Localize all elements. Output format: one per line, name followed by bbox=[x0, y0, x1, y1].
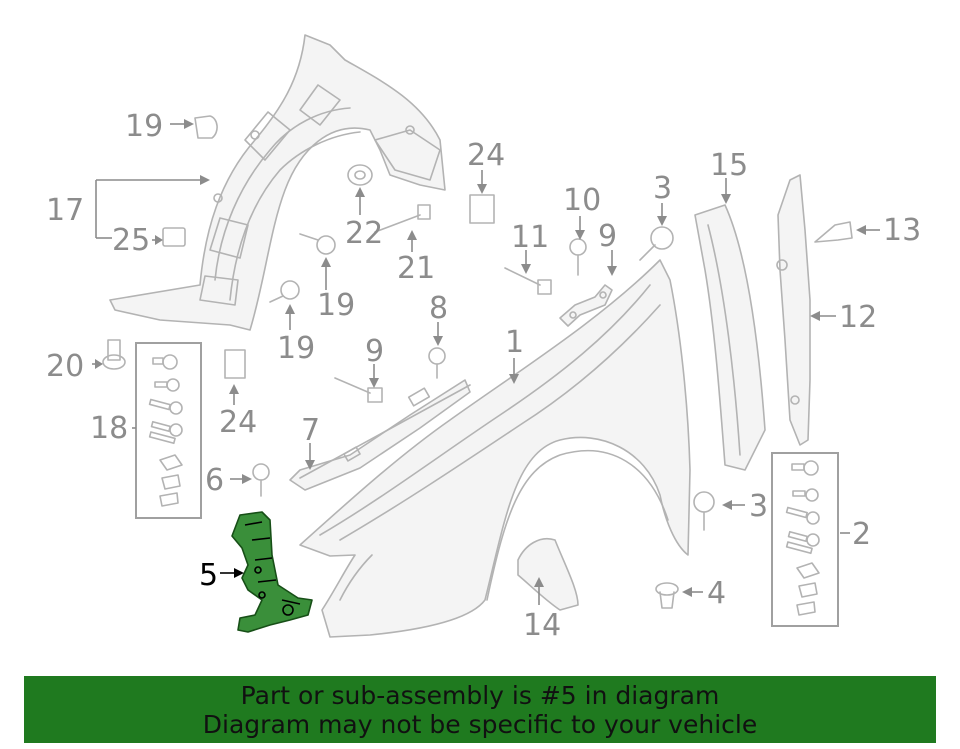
callout-22: 21 bbox=[397, 251, 435, 286]
upper-rail-bracket-part bbox=[289, 379, 471, 491]
leader-lines bbox=[92, 119, 880, 605]
callout-24b: 24 bbox=[219, 405, 257, 440]
callout-19b: 19 bbox=[277, 331, 315, 366]
callout-15: 14 bbox=[523, 608, 561, 643]
hardware-box-18 bbox=[135, 342, 202, 519]
callout-labels: 19 17 25 22 21 19 19 24 24 20 18 10 11 9… bbox=[46, 109, 921, 643]
callout-23: 22 bbox=[345, 216, 383, 251]
callout-19a: 19 bbox=[317, 288, 355, 323]
callout-14: 13 bbox=[883, 213, 921, 248]
wheelhouse-liner-part bbox=[109, 34, 446, 331]
hardware-box-2 bbox=[771, 452, 839, 627]
callout-5-highlighted: 5 bbox=[199, 558, 218, 593]
callout-25: 25 bbox=[112, 223, 150, 258]
info-banner: Part or sub-assembly is #5 in diagram Di… bbox=[24, 676, 936, 743]
callout-21: 20 bbox=[46, 349, 84, 384]
parts-diagram: 19 17 25 22 21 19 19 24 24 20 18 10 11 9… bbox=[46, 34, 921, 643]
hardware-kit-18 bbox=[148, 354, 183, 507]
callout-24a: 24 bbox=[467, 138, 505, 173]
banner-disclaimer-line: Diagram may not be specific to your vehi… bbox=[202, 709, 758, 739]
callout-6: 6 bbox=[205, 463, 224, 498]
callout-17: 17 bbox=[46, 193, 84, 228]
callout-3b: 3 bbox=[749, 489, 768, 524]
callout-1: 1 bbox=[505, 325, 524, 360]
banner-part-line: Part or sub-assembly is #5 in diagram bbox=[240, 680, 720, 710]
fender-seal-part bbox=[694, 204, 766, 471]
callout-12: 11 bbox=[511, 220, 549, 255]
highlighted-part-5 bbox=[231, 511, 313, 633]
callout-20: 19 bbox=[125, 109, 163, 144]
callout-11: 10 bbox=[563, 183, 601, 218]
fender-strip-part bbox=[776, 174, 811, 446]
callout-7: 7 bbox=[301, 413, 320, 448]
callout-10: 9 bbox=[598, 219, 617, 254]
hardware-kit-2 bbox=[785, 460, 820, 616]
fasteners bbox=[102, 115, 853, 609]
callout-16: 15 bbox=[710, 148, 748, 183]
front-guide-part bbox=[517, 538, 579, 611]
callout-8: 8 bbox=[429, 291, 448, 326]
callout-18: 18 bbox=[90, 411, 128, 446]
callout-4: 4 bbox=[707, 576, 726, 611]
callout-9: 9 bbox=[365, 334, 384, 369]
fender-part bbox=[299, 259, 691, 638]
callout-13: 12 bbox=[839, 300, 877, 335]
callout-3a: 3 bbox=[653, 171, 672, 206]
callout-2: 2 bbox=[852, 517, 871, 552]
small-bracket-part bbox=[559, 284, 613, 327]
